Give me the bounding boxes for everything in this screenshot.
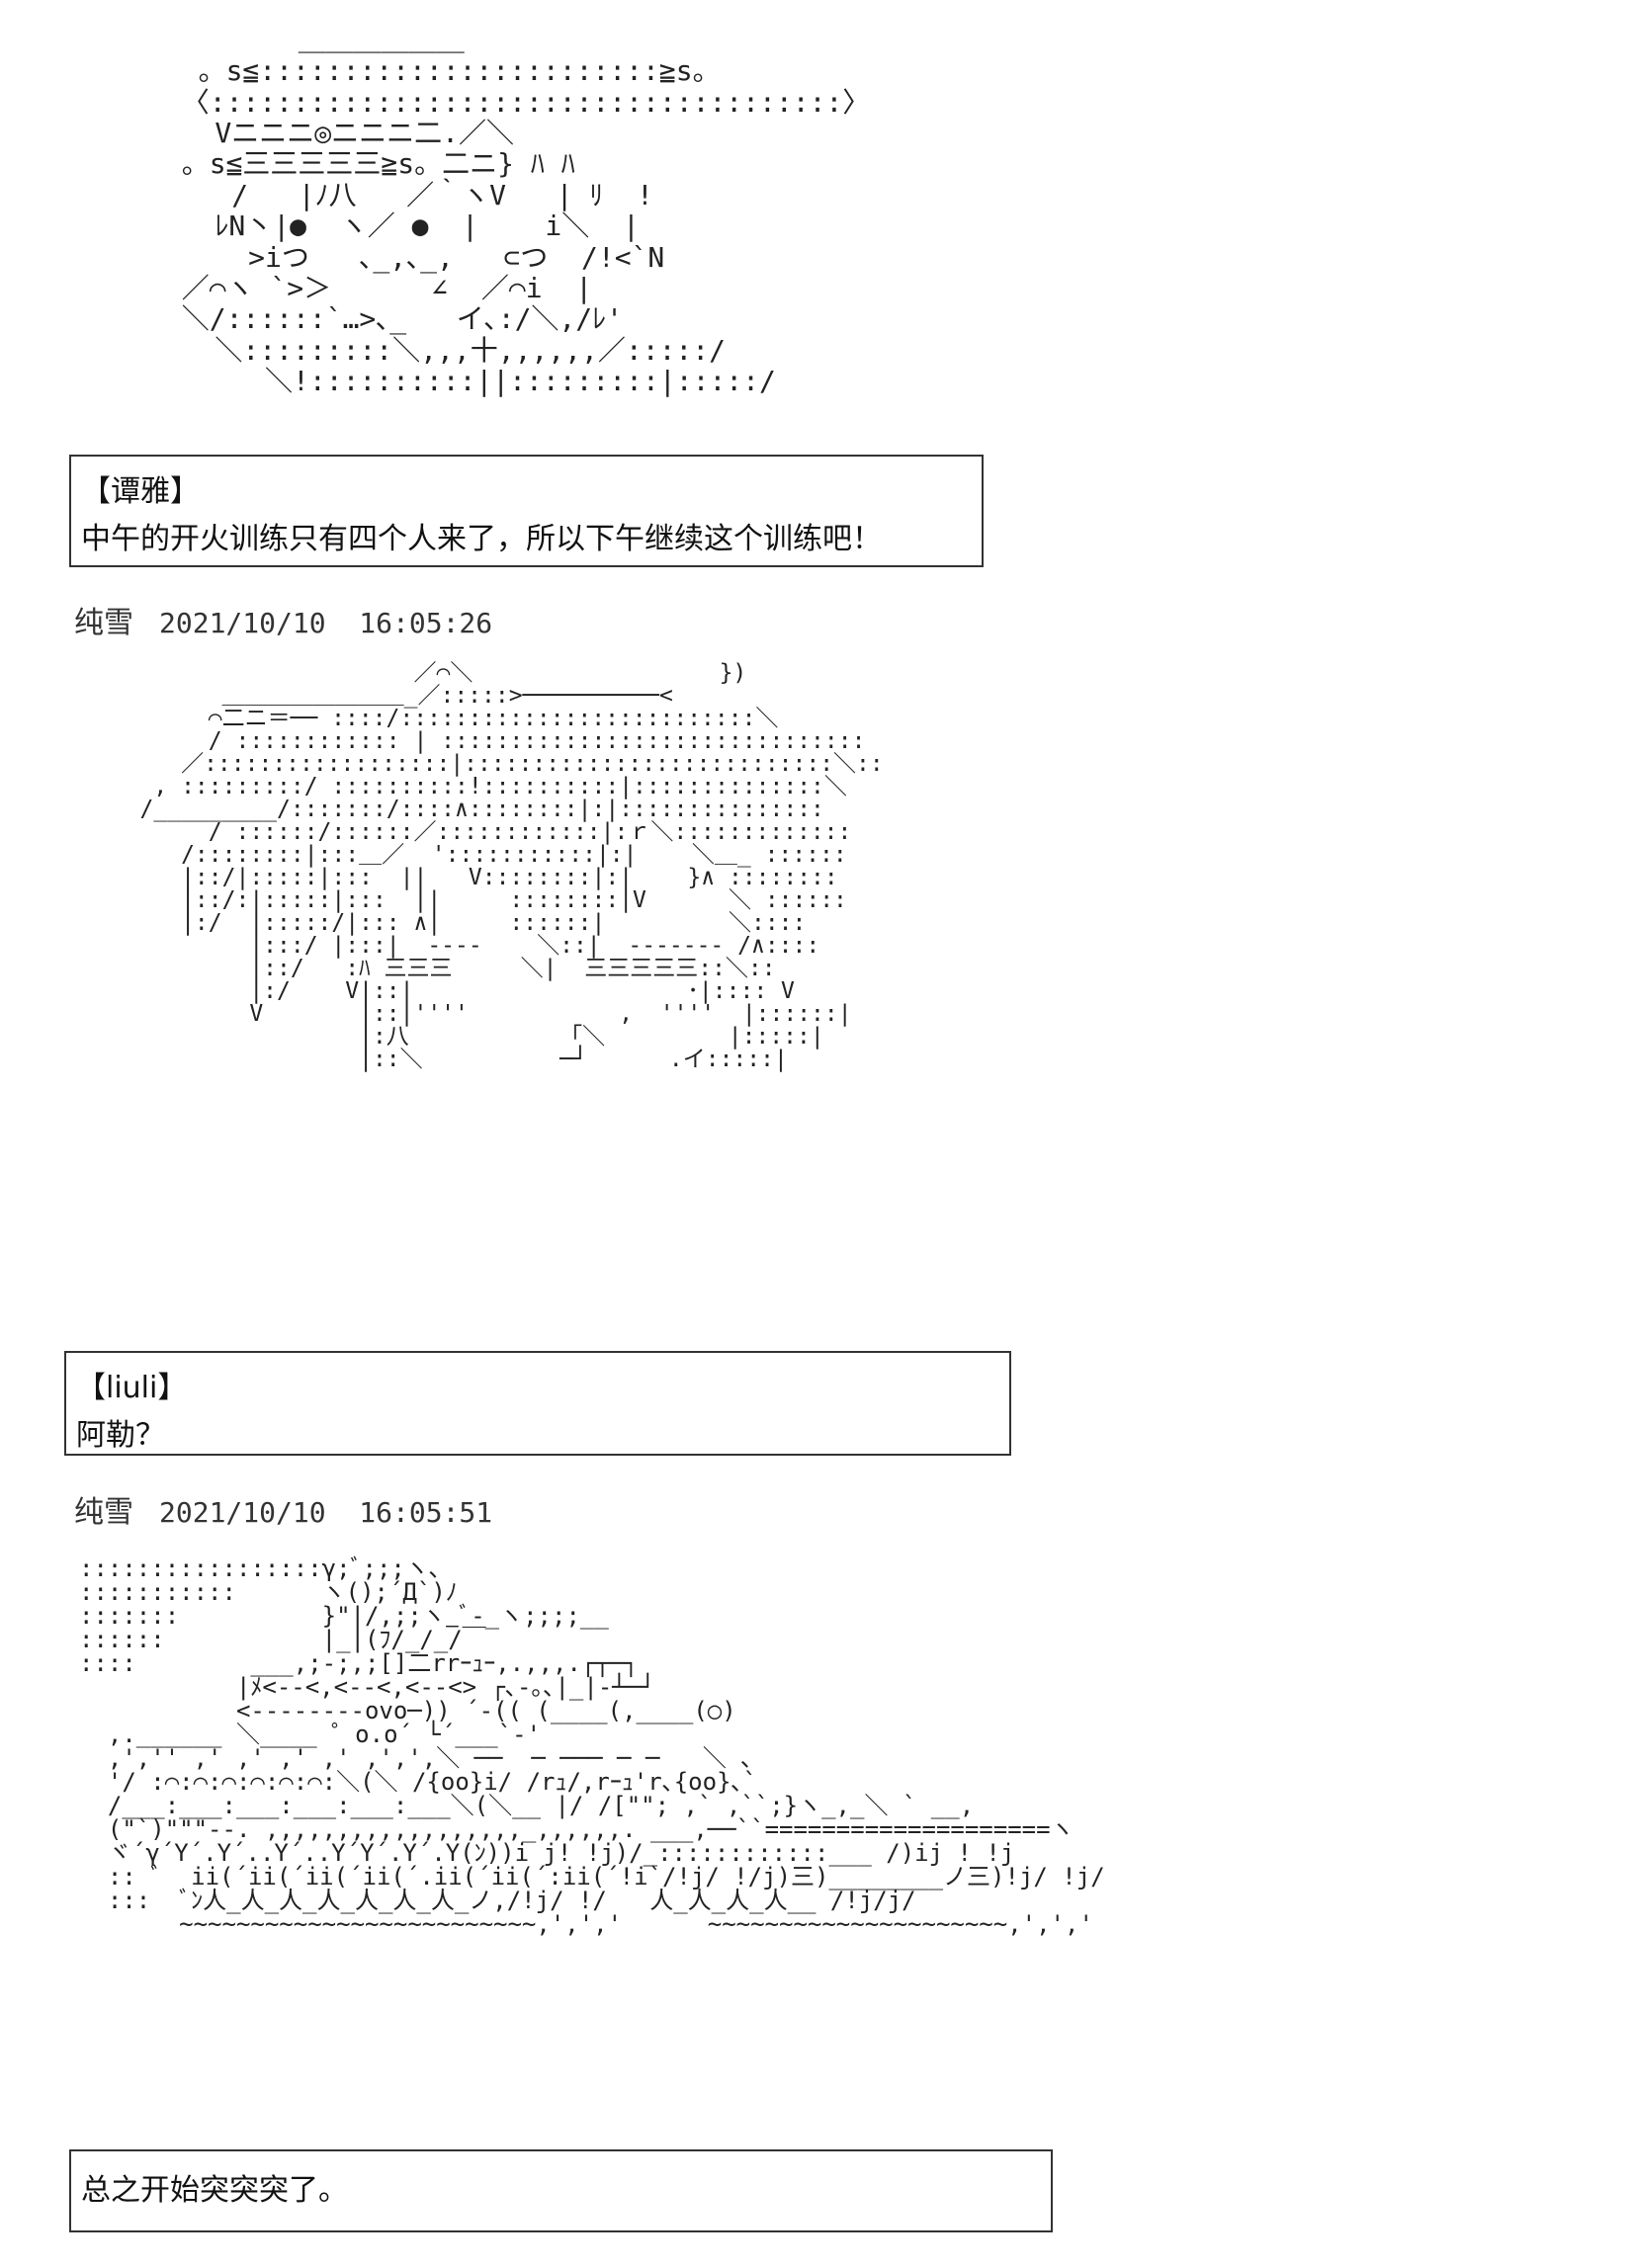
dialog-box-tanya: 【谭雅】 中午的开火训练只有四个人来了，所以下午继续这个训练吧！ <box>69 455 984 567</box>
dialog-text: 总之开始突突突了。 <box>81 2173 348 2208</box>
ascii-art-tanya: ＿＿＿＿＿＿ 。s≦::::::::::::::::::::::::≧s。 〈:… <box>181 24 871 397</box>
post-author: 纯雪 <box>74 606 133 640</box>
speaker-name: 【谭雅】 <box>81 474 200 509</box>
dialog-text: 中午的开火训练只有四个人来了，所以下午继续这个训练吧！ <box>81 522 882 556</box>
post-header: 纯雪 2021/10/10 16:05:26 <box>74 598 492 641</box>
dialog-box-liuli: 【liuli】 阿勒？ <box>64 1351 1011 1456</box>
dialog-box-narration: 总之开始突突突了。 <box>69 2149 1053 2232</box>
post-author: 纯雪 <box>74 1495 133 1530</box>
post-timestamp: 2021/10/10 16:05:26 <box>159 607 493 639</box>
speaker-name: 【liuli】 <box>76 1371 188 1405</box>
ascii-art-liuli: ／⌒＼ }) ＿＿＿＿＿＿＿＿_／:::::>──────────< ⌒二ニ＝─… <box>139 660 884 1072</box>
post-header: 纯雪 2021/10/10 16:05:51 <box>74 1487 492 1531</box>
post-timestamp: 2021/10/10 16:05:51 <box>159 1496 493 1529</box>
ascii-art-tank: :::::::::::::::::γ;ﾞ;;;ヽ､ ::::::::::: ヽ(… <box>79 1554 1105 1938</box>
dialog-text: 阿勒？ <box>76 1418 165 1453</box>
